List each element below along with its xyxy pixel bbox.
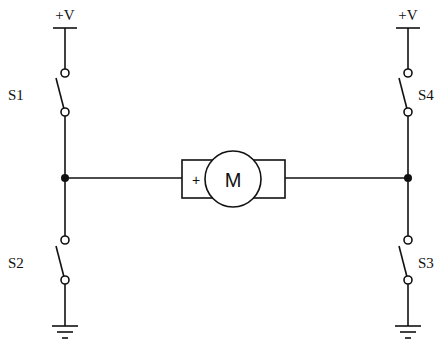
motor-symbol-text: M [225,170,242,190]
switch-label: S3 [418,256,434,271]
switch-label: S2 [8,256,24,271]
polarity-mark: + [192,173,200,187]
switch-label: S1 [8,88,24,103]
switch-label: S4 [418,88,434,103]
supply-label: +V [398,8,417,23]
motor-box: +M [182,160,285,198]
supply-label: +V [55,8,74,23]
